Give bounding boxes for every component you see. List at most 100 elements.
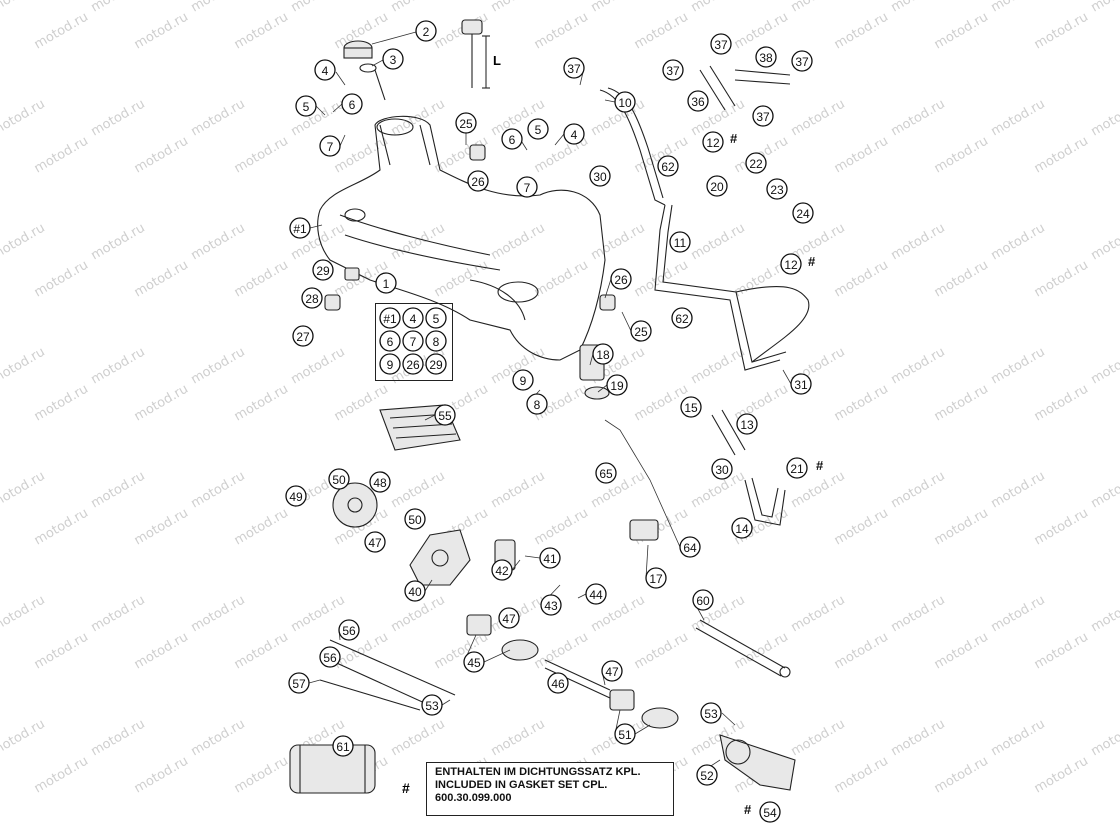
watermark-text: motod.ru <box>232 630 291 673</box>
watermark-text: motod.ru <box>0 469 48 512</box>
watermark-text: motod.ru <box>232 382 291 425</box>
callout-label: 6 <box>349 98 356 112</box>
watermark-text: motod.ru <box>0 717 48 760</box>
watermark-text: motod.ru <box>888 469 947 512</box>
callout-label: 2 <box>423 25 430 39</box>
watermark-text: motod.ru <box>932 506 991 549</box>
watermark-text: motod.ru <box>132 506 191 549</box>
watermark-text: motod.ru <box>1032 630 1091 673</box>
watermark-text: motod.ru <box>488 717 547 760</box>
callout-62: 62 <box>657 155 679 177</box>
callout-6: 6 <box>341 93 363 115</box>
kit-item-4: 4 <box>402 307 424 329</box>
leader-line <box>645 544 649 579</box>
callout-label: 50 <box>332 473 346 487</box>
watermark-text: motod.ru <box>788 97 847 140</box>
note-hash-mark: # <box>402 780 410 796</box>
shaft <box>695 619 791 678</box>
hash-mark: # <box>808 254 816 269</box>
watermark-text: motod.ru <box>988 593 1047 636</box>
watermark-text: motod.ru <box>788 717 847 760</box>
callout-14: 14 <box>731 517 753 539</box>
callout-label: 24 <box>796 207 810 221</box>
callout-label: 62 <box>661 160 675 174</box>
watermark-text: motod.ru <box>432 258 491 301</box>
callout-label: 47 <box>368 536 382 550</box>
callout-label: 30 <box>593 170 607 184</box>
watermark-text: motod.ru <box>832 506 891 549</box>
callout-25: 25 <box>630 320 652 342</box>
callout-label: 38 <box>759 51 773 65</box>
callout-label: 15 <box>684 401 698 415</box>
watermark-text: motod.ru <box>32 506 91 549</box>
kit-item-26: 26 <box>402 353 424 375</box>
callout-18: 18 <box>592 343 614 365</box>
callout-label: 4 <box>322 64 329 78</box>
callout-label: 53 <box>704 707 718 721</box>
watermark-text: motod.ru <box>0 345 48 388</box>
watermark-text: motod.ru <box>1032 506 1091 549</box>
watermark-text: motod.ru <box>888 97 947 140</box>
callout-label: 61 <box>336 740 350 754</box>
callout-38: 38 <box>755 46 777 68</box>
hash-mark: # <box>730 131 738 146</box>
watermark-text: motod.ru <box>132 754 191 797</box>
callout-5: 5 <box>295 95 317 117</box>
callout-50: 50 <box>404 508 426 530</box>
pump-cover <box>719 734 796 791</box>
leader-line <box>424 414 436 421</box>
callout-label: 56 <box>323 651 337 665</box>
callout-label: 9 <box>520 374 527 388</box>
dimension-label: L <box>493 53 501 68</box>
callout-label: 19 <box>610 379 624 393</box>
callout-47: 47 <box>601 660 623 682</box>
callout-51: 51 <box>614 723 636 745</box>
watermark-text: motod.ru <box>32 754 91 797</box>
callout-23: 23 <box>766 178 788 200</box>
svg-text:7: 7 <box>410 335 417 349</box>
callout-24: 24 <box>792 202 814 224</box>
watermark-text: motod.ru <box>332 382 391 425</box>
watermark-text: motod.ru <box>532 630 591 673</box>
watermark-text: motod.ru <box>388 221 447 264</box>
watermark-text: motod.ru <box>0 0 48 15</box>
leader-line <box>309 224 323 229</box>
leader-line <box>371 59 384 67</box>
watermark-text: motod.ru <box>832 382 891 425</box>
watermark-text: motod.ru <box>232 754 291 797</box>
bolts <box>319 639 456 711</box>
leader-line <box>604 278 612 299</box>
kit-item-6: 6 <box>379 330 401 352</box>
watermark-text: motod.ru <box>588 0 647 15</box>
callout-42: 42 <box>491 559 513 581</box>
watermark-text: motod.ru <box>232 134 291 177</box>
watermark-text: motod.ru <box>132 134 191 177</box>
callout-label: 46 <box>551 677 565 691</box>
callout-48: 48 <box>369 471 391 493</box>
callout-label: 25 <box>459 117 473 131</box>
callout-7: 7 <box>516 176 538 198</box>
callout-19: 19 <box>606 374 628 396</box>
note-line-de: ENTHALTEN IM DICHTUNGSSATZ KPL. <box>435 766 641 778</box>
gasket-set-note: ENTHALTEN IM DICHTUNGSSATZ KPL. INCLUDED… <box>426 762 674 816</box>
leader-line <box>335 71 346 86</box>
watermark-text: motod.ru <box>488 221 547 264</box>
leader-line <box>634 724 651 735</box>
callout-label: 41 <box>543 552 557 566</box>
callout-label: 53 <box>425 699 439 713</box>
callout-44: 44 <box>585 583 607 605</box>
note-part-number: 600.30.099.000 <box>435 792 512 804</box>
callout-26: 26 <box>467 170 489 192</box>
callout-9: 9 <box>512 369 534 391</box>
callout-37: 37 <box>563 57 585 79</box>
svg-text:8: 8 <box>433 335 440 349</box>
callout-label: 37 <box>666 64 680 78</box>
watermark-text: motod.ru <box>88 469 147 512</box>
watermark-text: motod.ru <box>688 221 747 264</box>
callout-5: 5 <box>527 118 549 140</box>
watermark-text: motod.ru <box>1088 97 1120 140</box>
callout-30: 30 <box>589 165 611 187</box>
